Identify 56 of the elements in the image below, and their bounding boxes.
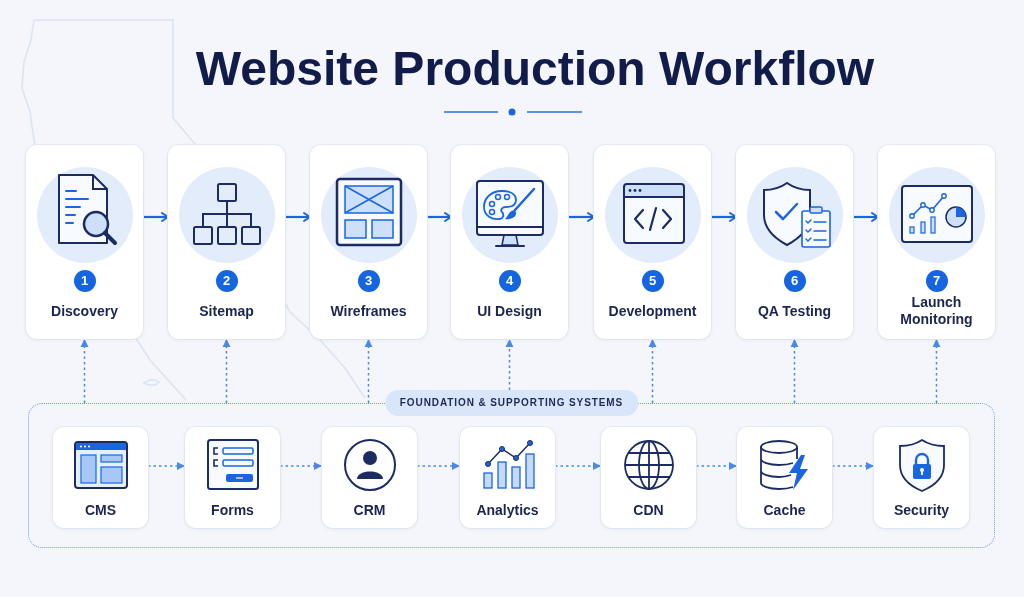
arrow bbox=[711, 212, 737, 222]
step-label: Sitemap bbox=[199, 302, 254, 320]
step-number: 4 bbox=[498, 270, 521, 292]
system-card bbox=[601, 427, 696, 528]
system-label: CRM bbox=[353, 501, 386, 519]
step-card bbox=[310, 145, 427, 339]
system-card bbox=[53, 427, 148, 528]
step-card bbox=[168, 145, 285, 339]
step-card bbox=[878, 145, 995, 339]
system-card bbox=[322, 427, 417, 528]
dashed-arrow bbox=[364, 338, 373, 404]
step-card bbox=[594, 145, 711, 339]
step-label: Development bbox=[608, 302, 697, 320]
arrow bbox=[143, 212, 169, 222]
dashed-arrow bbox=[279, 462, 323, 470]
step-number: 7 bbox=[925, 270, 948, 292]
system-label: Security bbox=[893, 501, 950, 519]
dashed-arrow bbox=[790, 338, 799, 404]
section-heading: FOUNDATION & SUPPORTING SYSTEMS bbox=[384, 390, 639, 416]
dashed-arrow bbox=[222, 338, 231, 404]
step-number: 3 bbox=[357, 270, 380, 292]
diagram-title: Website Production Workflow bbox=[195, 45, 875, 93]
dashed-arrow bbox=[147, 462, 186, 470]
dashed-arrow bbox=[80, 338, 89, 404]
dashed-arrow bbox=[648, 338, 657, 404]
system-card bbox=[874, 427, 969, 528]
step-label: Wireframes bbox=[330, 302, 407, 320]
arrow bbox=[853, 212, 879, 222]
step-number: 5 bbox=[641, 270, 664, 292]
system-label: CMS bbox=[84, 501, 117, 519]
dashed-arrow bbox=[416, 462, 461, 470]
dashed-arrow bbox=[932, 338, 941, 404]
dashed-arrow bbox=[505, 338, 514, 391]
step-number: 2 bbox=[215, 270, 238, 292]
system-card bbox=[460, 427, 555, 528]
system-label: Analytics bbox=[476, 501, 539, 519]
arrow bbox=[427, 212, 452, 222]
system-label: Forms bbox=[211, 501, 254, 519]
system-card bbox=[737, 427, 832, 528]
step-card bbox=[451, 145, 568, 339]
dashed-arrow bbox=[831, 462, 875, 470]
system-label: Cache bbox=[763, 501, 806, 519]
arrow bbox=[568, 212, 595, 222]
dashed-arrow bbox=[695, 462, 738, 470]
step-card bbox=[26, 145, 143, 339]
step-card bbox=[736, 145, 853, 339]
step-label: Discovery bbox=[51, 302, 118, 320]
step-number: 6 bbox=[783, 270, 806, 292]
step-number: 1 bbox=[73, 270, 96, 292]
step-label: QA Testing bbox=[757, 302, 832, 320]
system-card bbox=[185, 427, 280, 528]
dashed-arrow bbox=[554, 462, 602, 470]
system-label: CDN bbox=[633, 501, 664, 519]
arrow bbox=[285, 212, 311, 222]
step-label: Launch Monitoring bbox=[899, 294, 974, 328]
step-label: UI Design bbox=[477, 302, 542, 320]
